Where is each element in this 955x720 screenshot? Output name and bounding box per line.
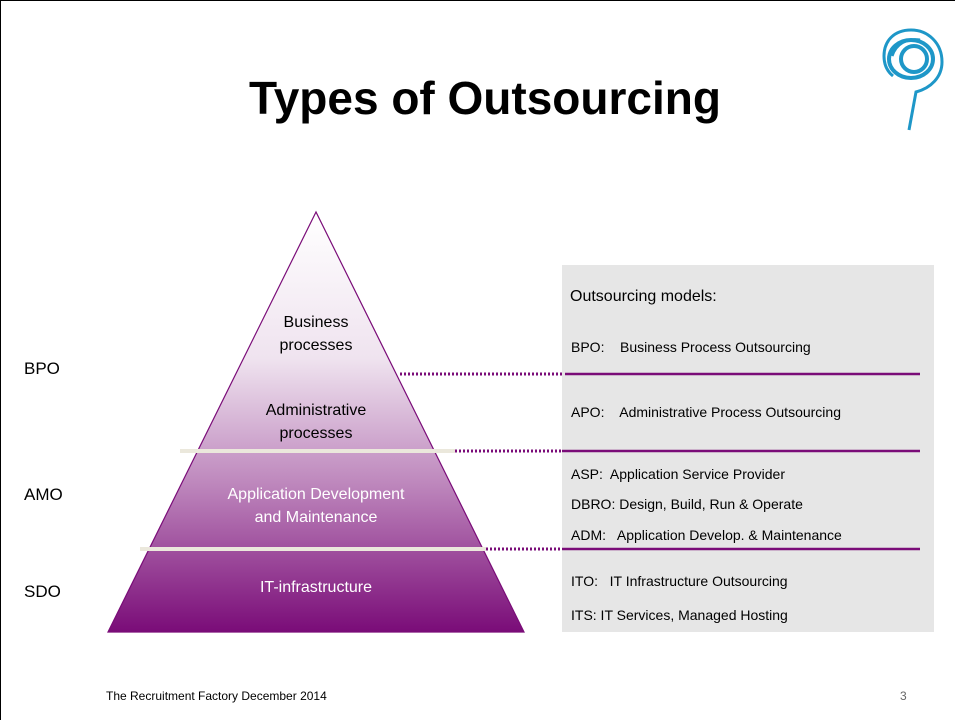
tier-administrative-line2: processes xyxy=(279,425,353,442)
tier-business-line1: Business xyxy=(283,314,349,331)
model-bpo: BPO: Business Process Outsourcing xyxy=(571,339,811,355)
tier-application-line1: Application Development xyxy=(227,486,405,503)
model-asp: ASP: Application Service Provider xyxy=(571,466,785,482)
page-number: 3 xyxy=(900,689,907,703)
head-profile-logo-icon xyxy=(882,28,944,131)
outsourcing-models-panel xyxy=(562,265,934,632)
side-label-bpo: BPO xyxy=(24,359,60,378)
tier-infrastructure: IT-infrastructure xyxy=(176,576,456,599)
footer-text: The Recruitment Factory December 2014 xyxy=(106,689,327,703)
model-its: ITS: IT Services, Managed Hosting xyxy=(571,607,788,623)
model-ito: ITO: IT Infrastructure Outsourcing xyxy=(571,573,788,589)
model-adm: ADM: Application Develop. & Maintenance xyxy=(571,527,842,543)
tier-administrative: Administrative processes xyxy=(196,399,436,445)
tier-administrative-line1: Administrative xyxy=(265,402,367,419)
slide-title: Types of Outsourcing xyxy=(249,72,721,124)
model-dbro: DBRO: Design, Build, Run & Operate xyxy=(571,496,803,512)
tier-business: Business processes xyxy=(216,311,416,357)
pyramid-shape xyxy=(107,210,525,633)
model-apo: APO: Administrative Process Outsourcing xyxy=(571,404,841,420)
tier-application-line2: and Maintenance xyxy=(254,509,378,526)
side-label-amo: AMO xyxy=(24,485,63,504)
side-label-sdo: SDO xyxy=(24,582,61,601)
tier-infrastructure-line1: IT-infrastructure xyxy=(259,579,373,596)
tier-business-line2: processes xyxy=(279,337,353,354)
models-heading: Outsourcing models: xyxy=(570,288,717,305)
tier-application: Application Development and Maintenance xyxy=(176,483,456,529)
